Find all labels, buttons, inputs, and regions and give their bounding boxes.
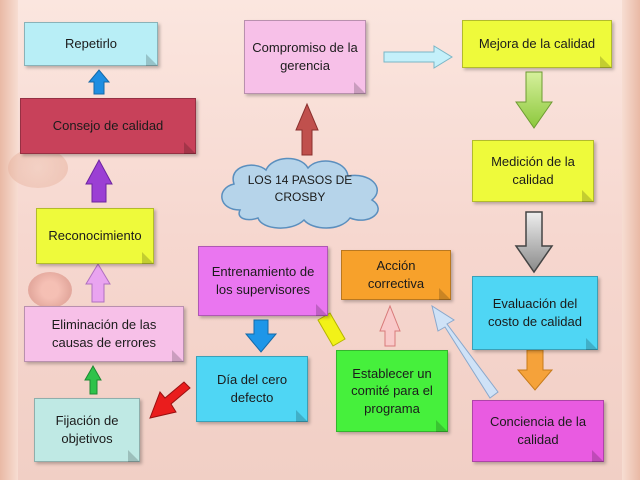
- step-conciencia-calidad: Conciencia de la calidad: [472, 400, 604, 462]
- step-medicion-calidad: Medición de la calidad: [472, 140, 594, 202]
- arrow-down-to-conciencia: [516, 349, 554, 391]
- right-border-strip: [622, 0, 640, 480]
- arrow-up-to-reconocimiento: [85, 263, 111, 303]
- arrow-to-accion: [431, 304, 499, 399]
- step-eliminacion-causas: Eliminación de las causas de errores: [24, 306, 184, 362]
- step-evaluacion-costo: Evaluación del costo de calidad: [472, 276, 598, 350]
- step-dia-cero-defecto: Día del cero defecto: [196, 356, 308, 422]
- arrow-right-to-mejora: [383, 45, 453, 69]
- arrow-up-to-compromiso: [295, 102, 319, 156]
- step-consejo-calidad: Consejo de calidad: [20, 98, 196, 154]
- arrow-up-to-accion: [379, 304, 401, 347]
- step-mejora-calidad: Mejora de la calidad: [462, 20, 612, 68]
- arrow-down-to-medicion: [515, 71, 553, 129]
- central-title: LOS 14 PASOS DE CROSBY: [247, 173, 353, 205]
- arrow-down-to-dia-cero: [244, 319, 278, 353]
- cloud-shape: [221, 157, 379, 229]
- left-border-strip: [0, 0, 18, 480]
- arrow-to-fijacion: [149, 381, 191, 419]
- step-entrenamiento-supervisores: Entrenamiento de los supervisores: [198, 246, 328, 316]
- step-fijacion-objetivos: Fijación de objetivos: [34, 398, 140, 462]
- arrow-down-to-evaluacion: [514, 211, 554, 274]
- arrow-up-to-consejo: [85, 158, 113, 203]
- step-establecer-comite: Establecer un comité para el programa: [336, 350, 448, 432]
- step-repetirlo: Repetirlo: [24, 22, 158, 66]
- arrow-up-to-eliminacion: [84, 364, 102, 395]
- arrow-yellow: [317, 312, 346, 347]
- step-compromiso-gerencia: Compromiso de la gerencia: [244, 20, 366, 94]
- decorative-heart: [28, 272, 72, 308]
- step-reconocimiento: Reconocimiento: [36, 208, 154, 264]
- decorative-pattern: [8, 148, 68, 188]
- arrow-up-to-repetirlo: [87, 69, 111, 95]
- step-accion-correctiva: Acción correctiva: [341, 250, 451, 300]
